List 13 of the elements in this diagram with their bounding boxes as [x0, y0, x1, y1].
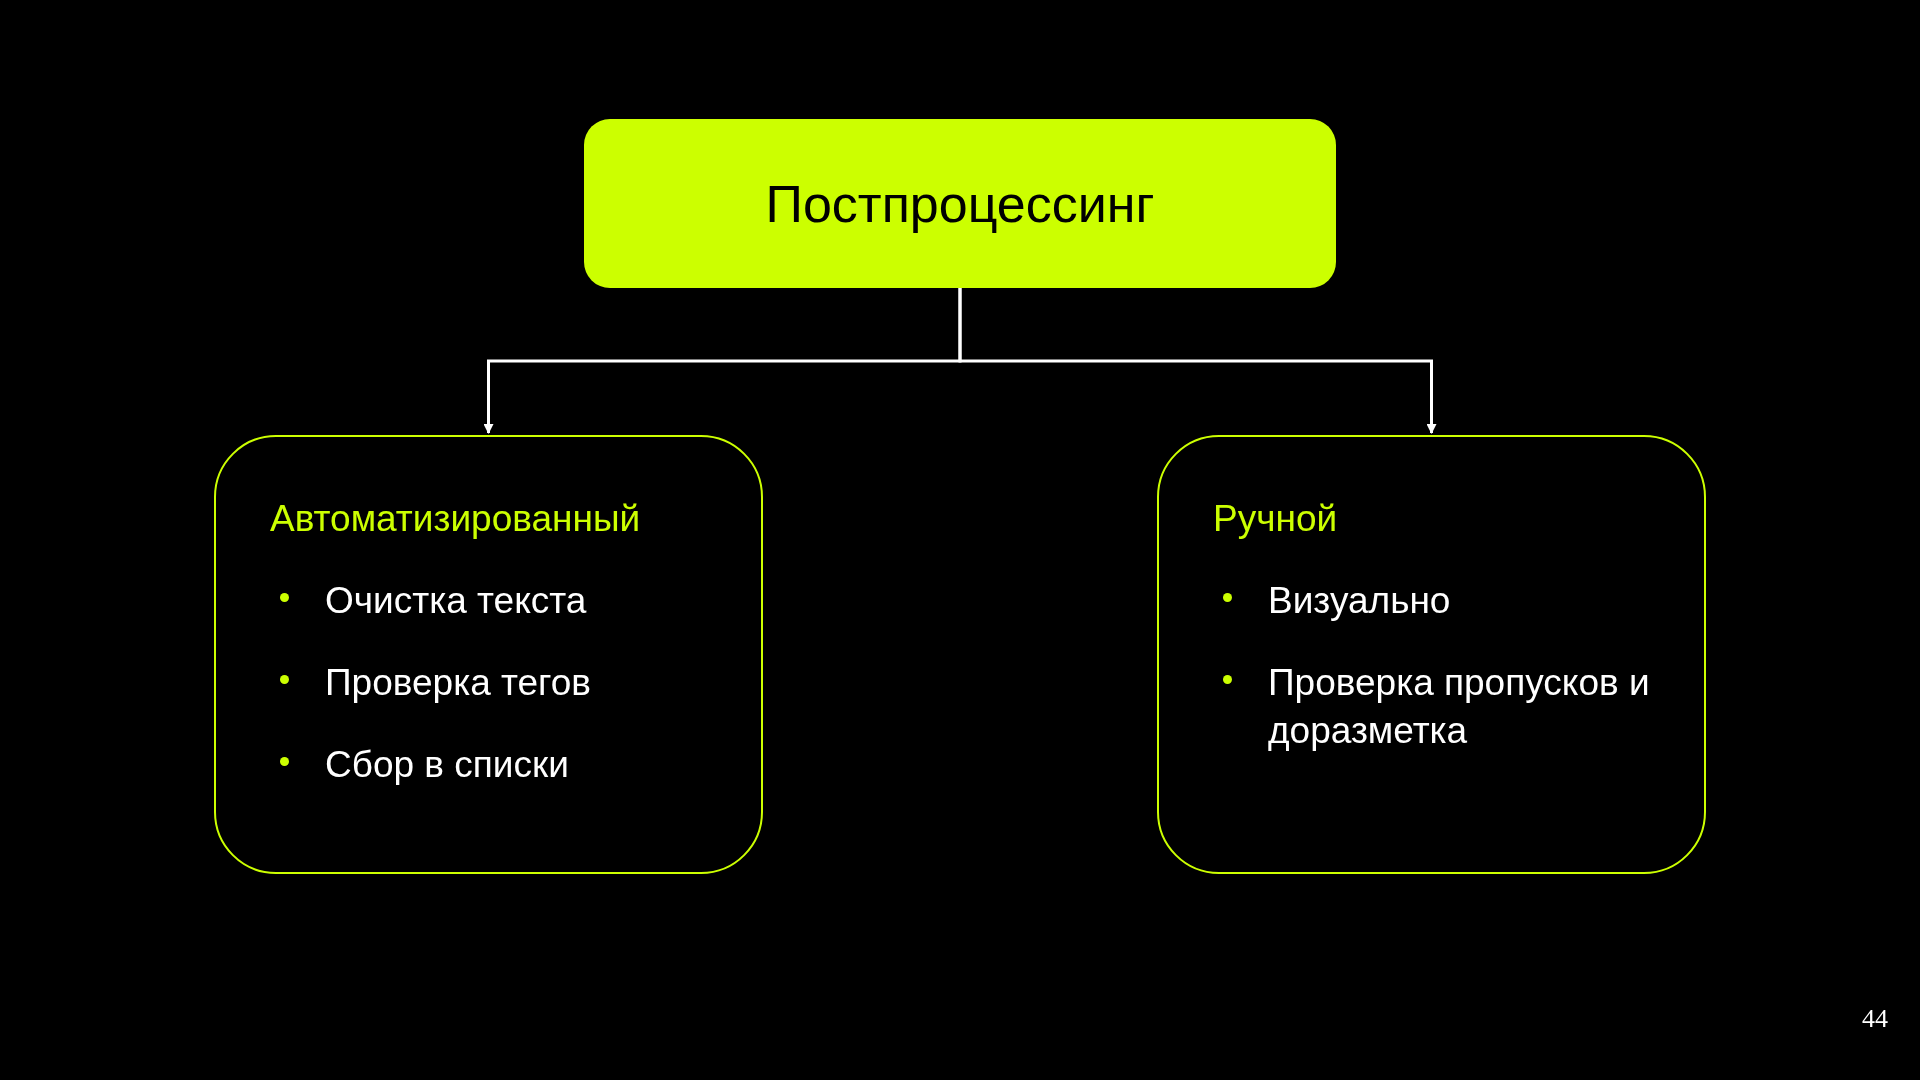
- list-item: Проверка пропусков и доразметка: [1268, 660, 1651, 753]
- box-heading: Автоматизированный: [270, 497, 642, 541]
- list-item: Визуально: [1268, 578, 1451, 623]
- box-heading: Ручной: [1213, 497, 1339, 541]
- page-number: 44: [1862, 1003, 1888, 1035]
- arrow: [958, 288, 1437, 434]
- box-title: Постпроцессинг: [765, 173, 1155, 235]
- title-box: [584, 119, 1336, 288]
- category-box: [1157, 435, 1706, 874]
- category-box: [214, 435, 763, 874]
- list-item: Проверка тегов: [325, 660, 592, 705]
- list-item: Очистка текста: [325, 578, 587, 623]
- list-item: Сбор в списки: [325, 742, 569, 787]
